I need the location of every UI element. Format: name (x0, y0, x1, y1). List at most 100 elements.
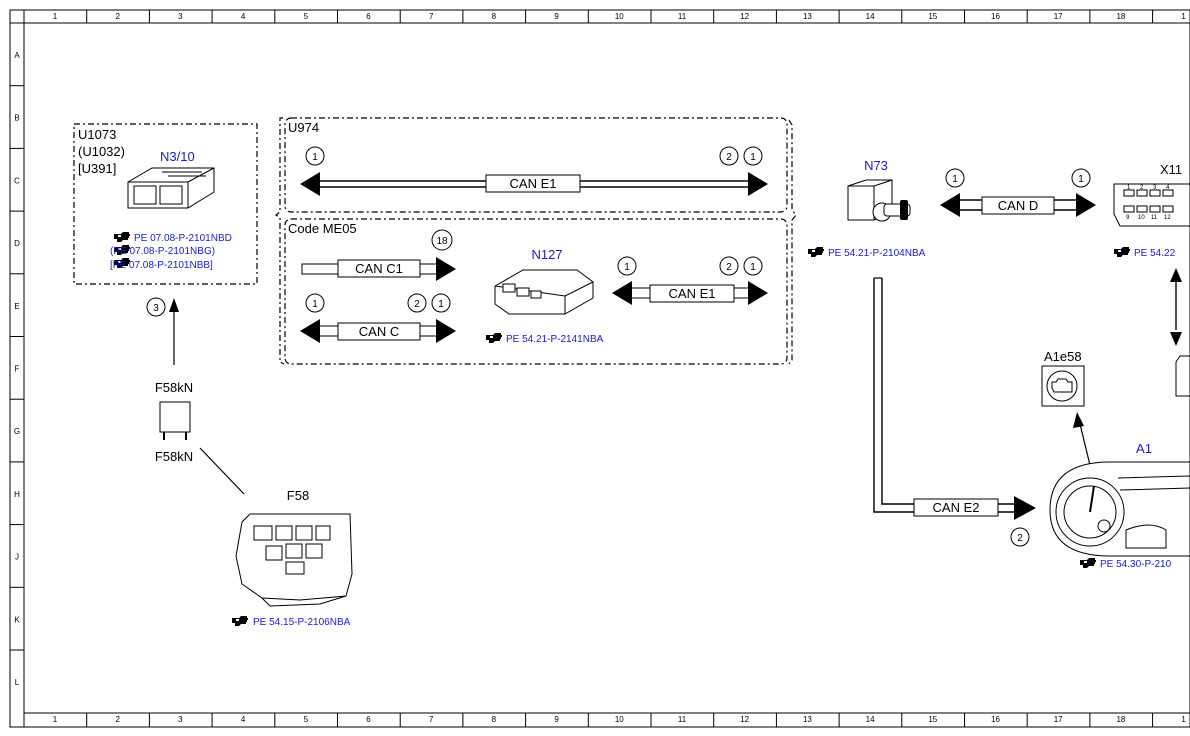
column-number-bottom: 6 (366, 715, 371, 724)
group-brace-left (275, 117, 285, 365)
column-number-bottom: 8 (492, 715, 497, 724)
relay-icon[interactable] (159, 401, 191, 440)
column-number-bottom: 5 (304, 715, 309, 724)
control-unit-icon[interactable] (494, 269, 594, 315)
can-e1-top-marker-right: 1 (750, 152, 756, 163)
can-e1-n127-marker-mid: 2 (726, 262, 732, 273)
row-letter: D (14, 239, 20, 248)
x11-pin-1: 1 (1127, 185, 1131, 191)
ref-pointer-icon (808, 247, 824, 257)
bus-can-c1: CAN C1 18 (301, 229, 456, 281)
column-number-top: 15 (928, 12, 937, 21)
component-x11-label: X11 (1160, 162, 1182, 177)
can-d-marker-left: 1 (952, 174, 958, 185)
column-number-bottom: 2 (115, 715, 120, 724)
n3-10-ref-1[interactable]: PE 07.08-P-2101NBD (134, 233, 232, 244)
n3-10-ref-3[interactable]: [PE 07.08-P-2101NBB] (110, 260, 213, 271)
f58kn-label-top: F58kN (155, 380, 193, 395)
group-code-u1032: (U1032) (78, 144, 125, 159)
component-a1e58: A1e58 (1041, 349, 1097, 491)
n73-ref[interactable]: PE 54.21-P-2104NBA (828, 248, 926, 259)
can-c-marker-right: 1 (438, 299, 444, 310)
group-u974-label: U974 (288, 120, 319, 135)
a1-ref[interactable]: PE 54.30-P-210 (1100, 559, 1172, 570)
control-unit-icon[interactable] (127, 167, 215, 209)
x11-pin-10: 10 (1138, 215, 1145, 221)
component-a1-label: A1 (1136, 441, 1152, 456)
engine-warning-icon[interactable] (1041, 365, 1085, 407)
fuse-icon[interactable] (235, 513, 353, 607)
can-d-label: CAN D (998, 198, 1038, 213)
group-code-u391: [U391] (78, 161, 116, 176)
row-letter: H (14, 490, 20, 499)
group-brace-right (788, 119, 797, 365)
instrument-cluster-icon[interactable] (1049, 461, 1190, 557)
group-me05: Code ME05 (284, 218, 788, 365)
column-number-bottom: 17 (1054, 715, 1063, 724)
can-e2-label: CAN E2 (933, 500, 980, 515)
x11-pin-12: 12 (1164, 215, 1171, 221)
border-frame (9, 9, 1190, 728)
row-letter: J (15, 553, 19, 562)
can-c-marker-mid: 2 (414, 299, 420, 310)
x11-pin-2: 2 (1140, 185, 1144, 191)
component-n73: N73 PE 54.21-P-2104NBA (808, 158, 926, 259)
column-number-top: 9 (554, 12, 559, 21)
f58kn-label-bottom: F58kN (155, 449, 193, 464)
bus-can-d: CAN D 1 1 (940, 168, 1096, 217)
column-number-bottom: 12 (740, 715, 749, 724)
group-u974: U974 (284, 117, 788, 213)
can-c1-marker: 18 (436, 236, 448, 247)
can-e1-top-label: CAN E1 (510, 176, 557, 191)
ref-pointer-icon (1080, 558, 1096, 568)
column-number-bottom: 10 (615, 715, 624, 724)
component-f58kn: F58kN F58kN (155, 380, 245, 495)
column-number-top: 11 (678, 12, 687, 21)
can-e2-marker: 2 (1017, 533, 1023, 544)
can-e1-n127-marker-right: 1 (750, 262, 756, 273)
can-e1-n127-marker-left: 1 (624, 262, 630, 273)
row-letter: C (14, 176, 20, 185)
column-number-bottom: 14 (866, 715, 875, 724)
column-number-top: 17 (1054, 12, 1063, 21)
x11-pin-11: 11 (1151, 215, 1158, 221)
column-number-top: 6 (366, 12, 371, 21)
column-number-top: 18 (1116, 12, 1125, 21)
row-letter: F (15, 365, 20, 374)
component-a1: A1 PE 54.30-P-210 (1049, 441, 1190, 570)
column-number-bottom: 11 (678, 715, 687, 724)
column-number-bottom: 3 (178, 715, 183, 724)
column-number-top: 7 (429, 12, 434, 21)
component-f58-label: F58 (287, 488, 309, 503)
x11-ref[interactable]: PE 54.22 (1134, 248, 1176, 259)
bus-can-c: CAN C 1 2 1 (300, 293, 456, 343)
column-grid: 1122334455667788991010111112121313141415… (23, 10, 1186, 727)
column-number-bottom: 9 (554, 715, 559, 724)
n3-10-ref-2[interactable]: (PE 07.08-P-2101NBG) (110, 246, 215, 257)
column-number-top: 4 (241, 12, 246, 21)
ref-pointer-icon (114, 232, 130, 242)
n127-ref[interactable]: PE 54.21-P-2141NBA (506, 334, 604, 345)
ignition-switch-icon[interactable] (847, 179, 911, 222)
column-number-top: 5 (304, 12, 309, 21)
can-d-marker-right: 1 (1078, 174, 1084, 185)
component-f58: F58 PE 54.15-P-2106NBA (232, 488, 353, 628)
component-n127-label: N127 (531, 247, 562, 262)
diagnostic-connector-icon[interactable]: 1 2 3 4 9 10 11 12 (1113, 183, 1190, 227)
group-me05-label: Code ME05 (288, 221, 357, 236)
column-number-bottom: 18 (1116, 715, 1125, 724)
can-e1-top-marker-left: 1 (312, 152, 318, 163)
column-number-top: 8 (492, 12, 497, 21)
x11-pin-4: 4 (1166, 185, 1170, 191)
row-letter: B (14, 114, 19, 123)
ref-pointer-icon (232, 616, 248, 626)
row-letter: A (14, 51, 20, 60)
component-n127: N127 PE 54.21-P-2141NBA (486, 247, 604, 345)
f58-ref[interactable]: PE 54.15-P-2106NBA (253, 617, 351, 628)
column-number-top: 16 (991, 12, 1000, 21)
column-number-bottom: 15 (928, 715, 937, 724)
bus-can-e1-n127: CAN E1 1 2 1 (612, 256, 768, 305)
bus-can-e1-top: CAN E1 1 2 1 (300, 146, 768, 196)
